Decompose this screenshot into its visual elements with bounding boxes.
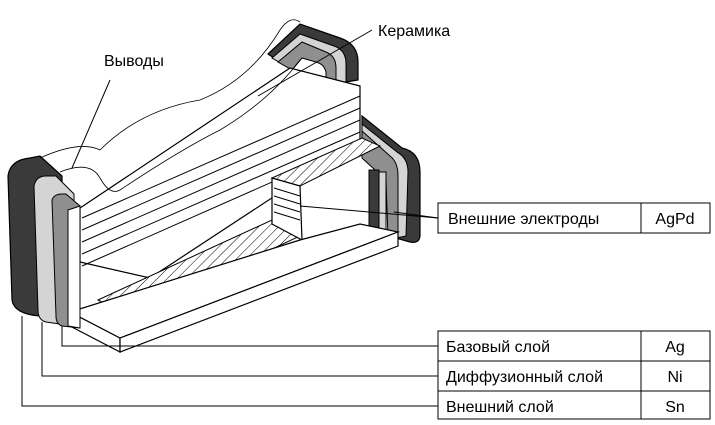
leader-diffusion-layer xyxy=(41,322,438,377)
layer-material-cell: Sn xyxy=(665,399,685,416)
leader-terminals xyxy=(71,79,111,169)
electrode-name-cell: Внешние электроды xyxy=(448,211,599,228)
ceramic-layer-lines xyxy=(81,95,361,267)
left-terminal-face xyxy=(67,205,81,329)
ceramic-base-front xyxy=(119,231,399,353)
leader-outer-layer xyxy=(21,316,438,407)
right-terminal-base-layer xyxy=(361,129,399,239)
layer-material-cell: Ag xyxy=(665,339,685,356)
ceramic-body xyxy=(68,67,401,353)
layer-material-cell: Ni xyxy=(667,369,682,386)
cutaway-step-lines xyxy=(273,187,301,221)
label-terminals: Выводы xyxy=(104,53,164,70)
electrode-material-cell: AgPd xyxy=(655,211,694,228)
leader-electrodes-2 xyxy=(393,211,439,219)
leader-lines xyxy=(21,29,439,407)
ceramic-base-top xyxy=(68,223,401,339)
layer-name-cell: Базовый слой xyxy=(446,339,550,356)
electrode-table: Внешние электроды AgPd xyxy=(437,202,711,234)
leader-base-layer xyxy=(61,326,438,347)
break-line xyxy=(39,19,301,159)
break-line-2 xyxy=(59,59,301,192)
leader-electrodes xyxy=(299,205,439,219)
left-terminal xyxy=(7,155,81,329)
layer-name-cell: Диффузионный слой xyxy=(446,369,603,386)
layers-table: Базовый слой Ag Диффузионный слой Ni Вне… xyxy=(437,330,711,420)
layer-name-cell: Внешний слой xyxy=(446,399,554,416)
label-ceramic: Керамика xyxy=(378,23,450,40)
leader-ceramic xyxy=(257,29,373,97)
right-terminal xyxy=(361,114,421,243)
